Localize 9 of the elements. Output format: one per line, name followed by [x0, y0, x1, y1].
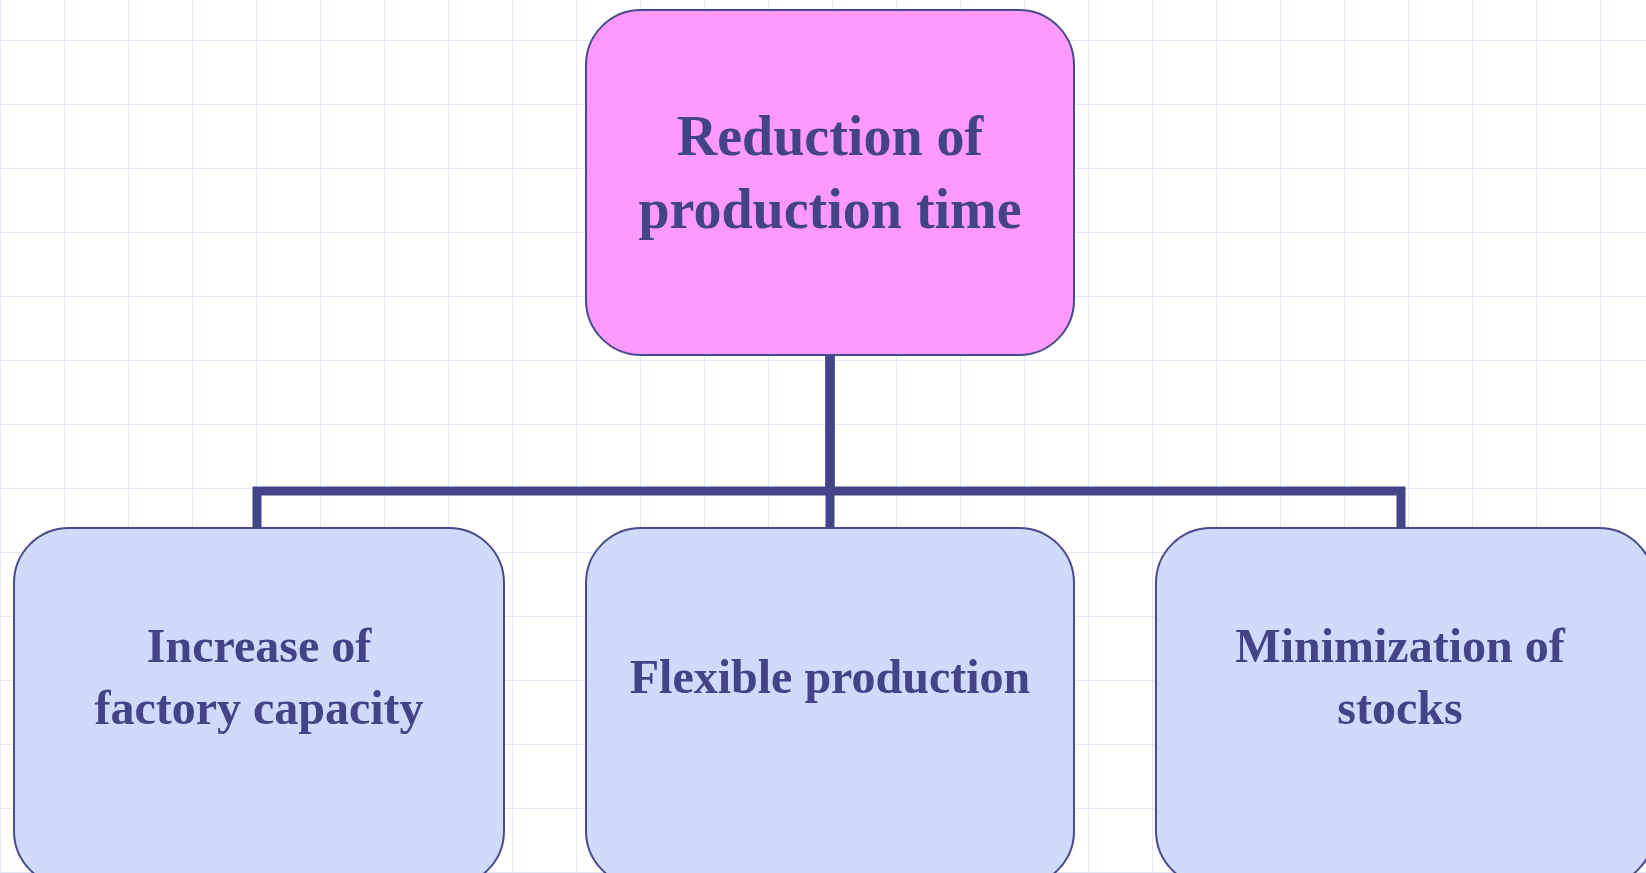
child-box	[585, 527, 1075, 873]
box-label: Minimization of stocks	[1235, 617, 1565, 736]
box-label: Flexible production	[629, 648, 1031, 705]
child-box	[13, 527, 505, 873]
connector	[825, 356, 1406, 527]
box-label: Reduction of production time	[637, 103, 1023, 242]
child-box	[1155, 527, 1646, 873]
root-box	[585, 9, 1075, 356]
box-label: Increase of factory capacity	[93, 617, 425, 736]
